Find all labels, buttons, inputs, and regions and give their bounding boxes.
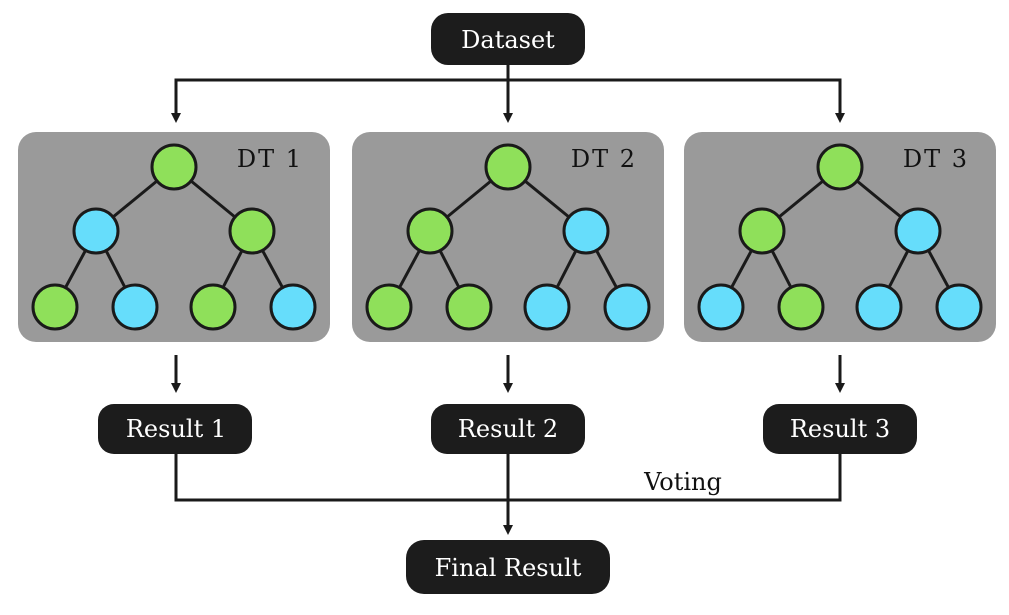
tree-leaf-node — [365, 283, 413, 331]
result-node-3: Result 3 — [763, 404, 917, 454]
tree-panel-background — [684, 132, 996, 342]
result-label: Result 1 — [126, 415, 226, 443]
tree-leaf-node — [445, 283, 493, 331]
tree-leaf-node — [697, 283, 745, 331]
dataset-connectors — [171, 65, 845, 123]
tree-root-node — [150, 143, 198, 191]
voting-connectors: Voting — [174, 452, 842, 535]
result-pill — [431, 404, 585, 454]
tree-label: DT 3 — [903, 145, 969, 173]
tree-leaf-node — [603, 283, 651, 331]
tree-leaf-node — [31, 283, 79, 331]
dataset-label: Dataset — [461, 26, 555, 54]
tree-right-node — [228, 207, 276, 255]
tree-leaf-node — [855, 283, 903, 331]
tree-panel-background — [18, 132, 330, 342]
tree-leaf-node — [269, 283, 317, 331]
tree-panel-3: DT 3 — [684, 132, 996, 342]
tree-leaf-node — [935, 283, 983, 331]
tree-panels: DT 1 DT 2 DT 3 — [18, 132, 996, 342]
tree-left-node — [406, 207, 454, 255]
final-result-label: Final Result — [435, 554, 582, 582]
tree-right-node — [562, 207, 610, 255]
tree-label: DT 2 — [571, 145, 637, 173]
result-pill — [98, 404, 252, 454]
tree-left-node — [738, 207, 786, 255]
result-pill — [763, 404, 917, 454]
tree-right-node — [894, 207, 942, 255]
tree-leaf-node — [777, 283, 825, 331]
tree-leaf-node — [523, 283, 571, 331]
result-node-2: Result 2 — [431, 404, 585, 454]
tree-panel-1: DT 1 — [18, 132, 330, 342]
tree-to-result-arrows — [171, 355, 845, 393]
tree-left-node — [72, 207, 120, 255]
dataset-node: Dataset — [431, 13, 585, 65]
tree-leaf-node — [111, 283, 159, 331]
dataset-pill — [431, 13, 585, 65]
result-node-1: Result 1 — [98, 404, 252, 454]
tree-panel-background — [352, 132, 664, 342]
final-result-pill — [406, 540, 610, 594]
result-label: Result 2 — [458, 415, 558, 443]
final-result-node: Final Result — [406, 540, 610, 594]
tree-panel-2: DT 2 — [352, 132, 664, 342]
tree-leaf-node — [189, 283, 237, 331]
tree-label: DT 1 — [237, 145, 303, 173]
tree-root-node — [484, 143, 532, 191]
result-label: Result 3 — [790, 415, 890, 443]
tree-root-node — [816, 143, 864, 191]
voting-label: Voting — [643, 468, 722, 496]
